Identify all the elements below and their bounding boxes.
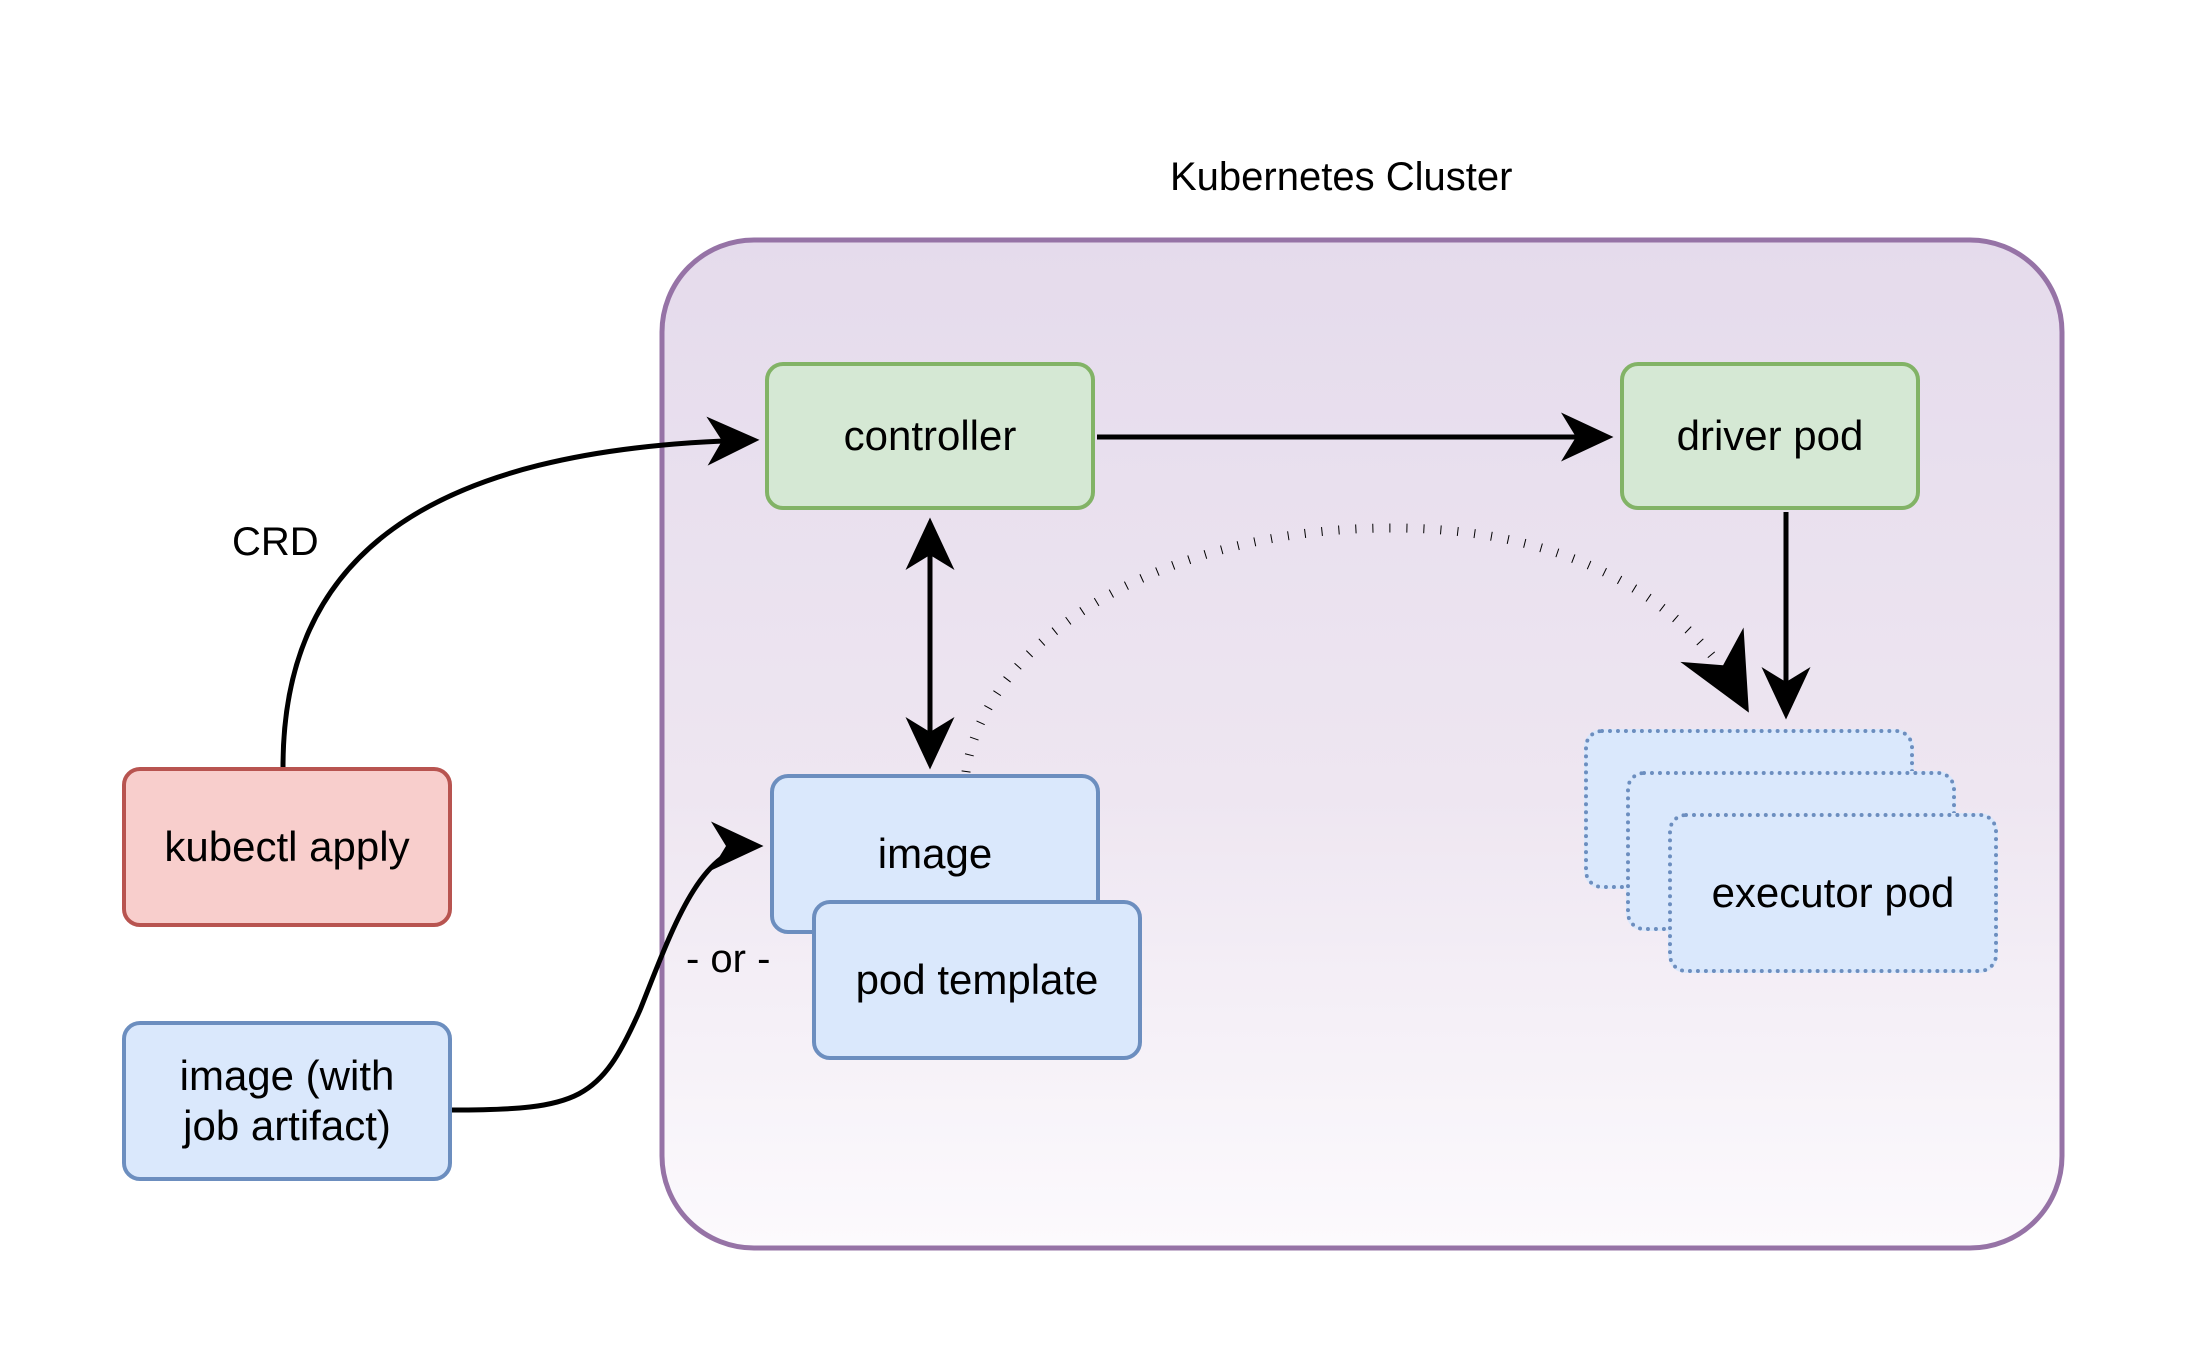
node-executor-pod-front-label: executor pod xyxy=(1711,869,1955,917)
node-image-label: image xyxy=(877,830,993,878)
node-driver-pod[interactable]: driver pod xyxy=(1620,362,1920,510)
edge-image-to-executor-dotted xyxy=(961,523,1749,773)
edge-label-crd: CRD xyxy=(232,520,319,564)
edge-artifact-to-image xyxy=(451,821,764,1113)
node-driver-pod-label: driver pod xyxy=(1676,412,1864,460)
edge-label-or: - or - xyxy=(686,937,771,981)
node-kubectl-apply[interactable]: kubectl apply xyxy=(122,767,452,927)
node-pod-template[interactable]: pod template xyxy=(812,900,1142,1060)
cluster-title: Kubernetes Cluster xyxy=(1170,155,1513,199)
node-pod-template-label: pod template xyxy=(855,956,1099,1004)
node-kubectl-apply-label: kubectl apply xyxy=(164,823,410,871)
node-controller[interactable]: controller xyxy=(765,362,1095,510)
edge-kubectl-to-controller xyxy=(280,416,760,768)
node-controller-label: controller xyxy=(843,412,1017,460)
node-executor-pod-front[interactable]: executor pod xyxy=(1668,813,1998,973)
